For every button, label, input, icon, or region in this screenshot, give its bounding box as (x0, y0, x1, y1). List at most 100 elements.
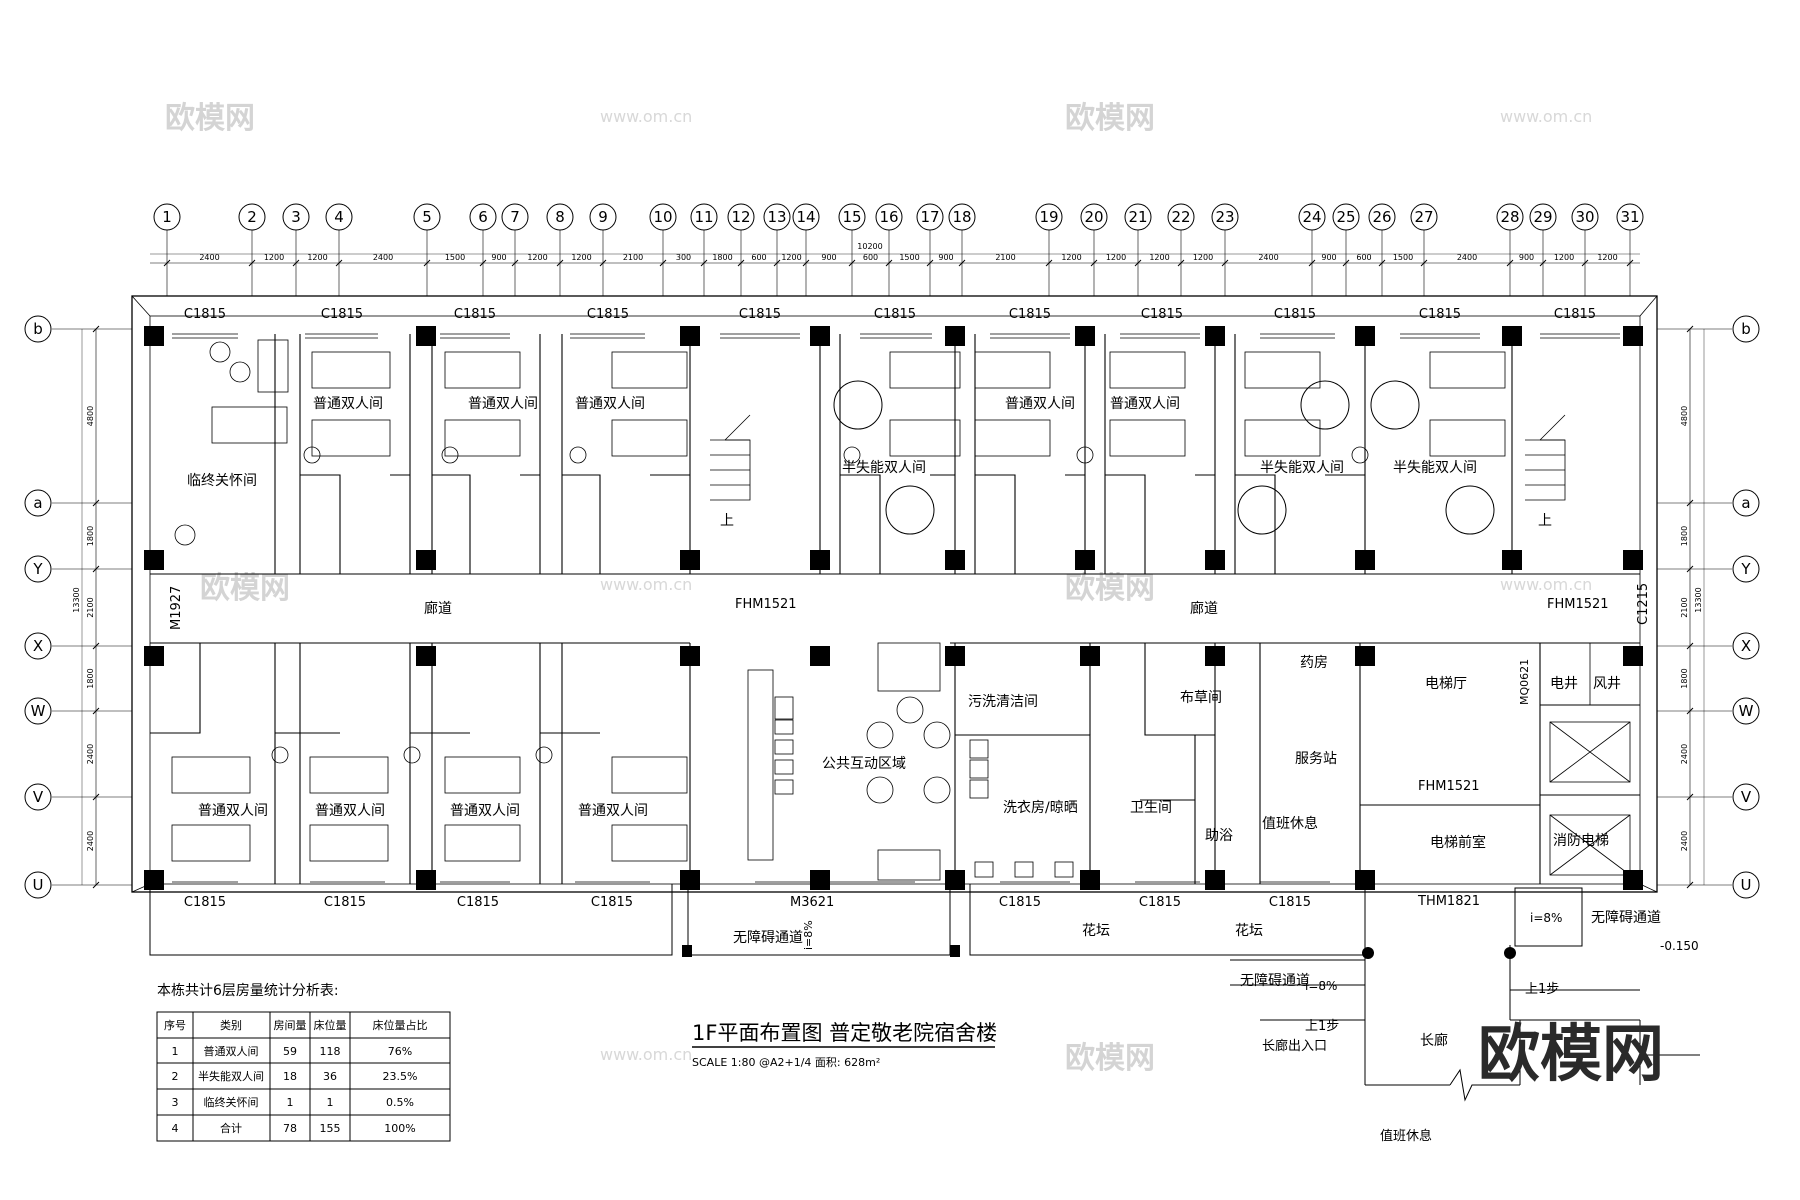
wheelchair-icon (1300, 380, 1350, 430)
dimension-label: 1200 (1061, 253, 1081, 262)
axis-label: 14 (796, 208, 815, 226)
column (1205, 870, 1225, 890)
axis-bubble (875, 203, 903, 231)
column (1080, 646, 1100, 666)
room-corridor: 廊道 (1190, 600, 1218, 617)
room-assist-bath: 助浴 (1205, 828, 1233, 844)
watermark: 欧模网 (165, 101, 255, 136)
room-double: 普通双人间 (450, 803, 520, 819)
dimension-label: 2400 (373, 253, 393, 262)
window-label: C1815 (1009, 307, 1051, 322)
axis-label: 19 (1039, 208, 1058, 226)
axis-bubble (325, 203, 353, 231)
axis-label: 31 (1620, 208, 1639, 226)
gallery-entry-label: 长廊出入口 (1262, 1038, 1327, 1054)
room-labels: 临终关怀间 普通双人间 普通双人间 普通双人间 半失能双人间 普通双人间 普通双… (187, 396, 1699, 1144)
window-label: C1815 (874, 307, 916, 322)
wheelchair-icon (1370, 380, 1420, 430)
axis-bubble (1732, 555, 1760, 583)
column (810, 326, 830, 346)
window-label: C1815 (184, 895, 226, 910)
column (416, 550, 436, 570)
column (810, 870, 830, 890)
axis-bubble (1332, 203, 1360, 231)
table-header: 床位量 (314, 1018, 347, 1032)
structural-columns (144, 326, 1643, 890)
dimension-label: 2400 (1680, 744, 1689, 764)
gallery-label: 长廊 (1420, 1032, 1448, 1049)
room-pharmacy: 药房 (1300, 655, 1328, 671)
axis-label: 27 (1414, 208, 1433, 226)
window-label: C1815 (1419, 307, 1461, 322)
axis-bubble (1167, 203, 1195, 231)
dimension-label: 1800 (86, 526, 95, 546)
ramp-markers (682, 945, 1516, 959)
wheelchair-icon (1237, 485, 1287, 535)
slope-label: i=8% (1305, 979, 1337, 993)
column (1080, 870, 1100, 890)
axis-label: X (1741, 637, 1751, 655)
table-header: 序号 (164, 1018, 186, 1032)
column (1623, 326, 1643, 346)
column (1623, 550, 1643, 570)
column (1205, 326, 1225, 346)
dimension-label: 1200 (1106, 253, 1126, 262)
watermark: 欧模网 (1065, 101, 1155, 136)
wheelchair-icon (1445, 485, 1495, 535)
table-cell: 59 (283, 1045, 297, 1058)
column (144, 550, 164, 570)
room-semi: 半失能双人间 (842, 460, 926, 476)
dimension-label: 900 (1321, 253, 1336, 262)
room-double: 普通双人间 (1110, 396, 1180, 412)
level-label: -0.150 (1660, 939, 1699, 953)
table-cell: 155 (320, 1122, 341, 1135)
dimension-label: 1500 (899, 253, 919, 262)
table-cell: 1 (287, 1096, 294, 1109)
axis-bubble (1410, 203, 1438, 231)
axis-bubble (838, 203, 866, 231)
door-label: FHM1521 (1547, 597, 1609, 612)
axis-label: b (1741, 320, 1751, 338)
dimension-label: 1200 (1597, 253, 1617, 262)
wheelchair-icons (833, 380, 1495, 535)
dimension-label: 2400 (1680, 831, 1689, 851)
dimension-label: 2100 (1680, 597, 1689, 617)
table-cell: 0.5% (386, 1096, 414, 1109)
wheelchair-icon (833, 380, 883, 430)
garden-label: 花坛 (1082, 923, 1110, 939)
room-dirty: 污洗清洁间 (968, 694, 1038, 710)
axis-label: U (33, 876, 44, 894)
table-cell: 4 (172, 1122, 179, 1135)
door-label: M1927 (169, 586, 184, 630)
stair-up-label: 上 (720, 513, 734, 529)
column (945, 870, 965, 890)
column (810, 646, 830, 666)
room-service: 服务站 (1295, 751, 1337, 767)
dimension-label: 2100 (623, 253, 643, 262)
axis-label: 5 (422, 208, 432, 226)
room-double: 普通双人间 (315, 803, 385, 819)
column (945, 550, 965, 570)
column (1205, 550, 1225, 570)
watermark-layer: 欧模网 www.om.cn 欧模网 www.om.cn 欧模网 www.om.c… (165, 101, 1592, 1076)
watermark: 欧模网 (1065, 571, 1155, 606)
column (144, 870, 164, 890)
axis-bubble (24, 871, 52, 899)
table-header: 床位量占比 (373, 1018, 428, 1032)
column (1355, 870, 1375, 890)
axis-bubble (649, 203, 677, 231)
table-cell: 普通双人间 (204, 1044, 259, 1058)
axis-label: a (33, 494, 42, 512)
room-toilet: 卫生间 (1130, 800, 1172, 816)
dimension-label: 1200 (781, 253, 801, 262)
window-label: C1815 (321, 307, 363, 322)
slope-label: i=8% (1530, 911, 1562, 925)
dimension-label: 2400 (86, 744, 95, 764)
axis-bubble (1035, 203, 1063, 231)
column (945, 646, 965, 666)
door-label: FHM1521 (735, 597, 797, 612)
drawing-subtitle: SCALE 1:80 @A2+1/4 面积: 628m² (692, 1056, 880, 1069)
table-cell: 78 (283, 1122, 297, 1135)
door-label: M3621 (790, 895, 834, 910)
